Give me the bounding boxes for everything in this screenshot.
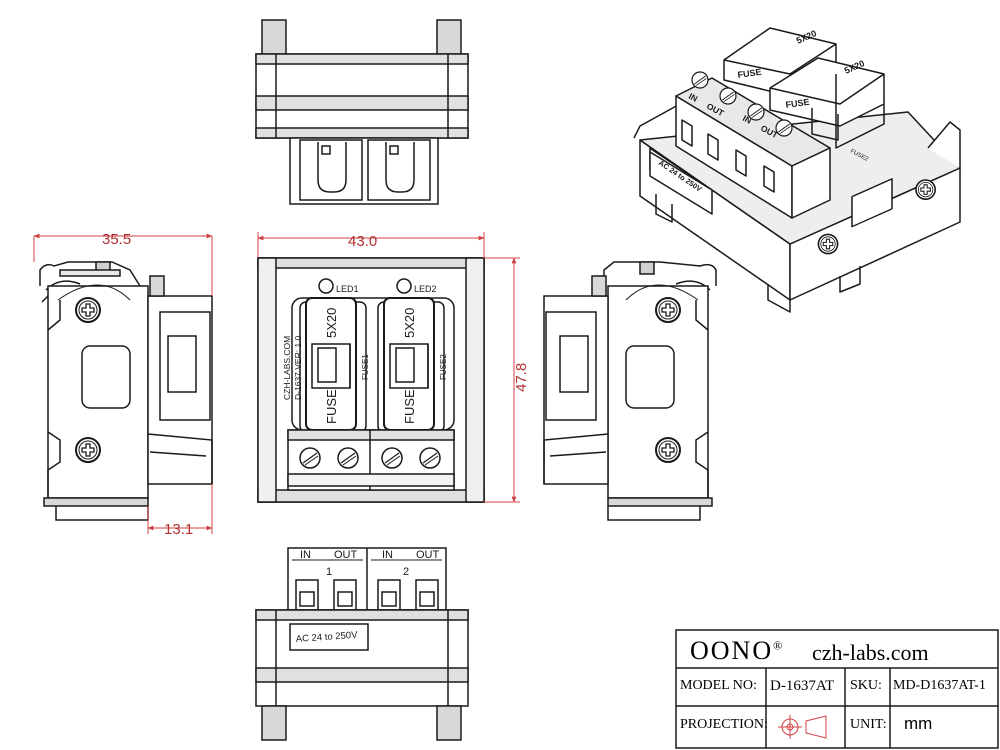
brand-text: OONO [690, 636, 774, 665]
out1-label: OUT [334, 549, 358, 561]
iso-terminal-screw-2 [719, 87, 737, 105]
terminal-screw-1 [299, 447, 321, 469]
projection-symbol [778, 715, 827, 739]
iso-screw-side [915, 179, 937, 201]
top-view [255, 19, 469, 205]
model-value: D-1637AT [770, 678, 835, 694]
unit-value: mm [904, 714, 933, 733]
fuse2-label: FUSE2 [439, 354, 448, 380]
fuse2-type-label: FUSE [402, 389, 417, 424]
left-screw-top [75, 297, 101, 323]
iso-terminal-screw-1 [691, 71, 709, 89]
model-label: MODEL NO: [680, 678, 757, 693]
left-screw-bottom [75, 437, 101, 463]
website: czh-labs.com [812, 640, 929, 665]
sku-label: SKU: [850, 678, 882, 693]
out2-label: OUT [416, 549, 440, 561]
fuse1-size-label: 5X20 [324, 308, 339, 338]
dim-width-front: 43.0 [348, 233, 377, 250]
iso-screw-front [817, 233, 839, 255]
dim-width-side: 35.5 [102, 231, 131, 248]
iso-fuse-label-1: FUSE [737, 67, 762, 80]
front-view [257, 257, 485, 503]
bottom-view [255, 547, 469, 741]
led2-label: LED2 [414, 284, 437, 294]
right-screw-bottom [655, 437, 681, 463]
iso-fuse-label-2: FUSE [785, 97, 810, 110]
in2-label: IN [382, 549, 393, 561]
dim-depth-side: 13.1 [164, 521, 193, 538]
dimension-values: 35.5 43.0 47.8 13.1 [102, 231, 530, 538]
projection-label: PROJECTION: [680, 717, 768, 732]
iso-in1-label: IN [687, 91, 699, 104]
terminal-screw-2 [337, 447, 359, 469]
ch1-label: 1 [326, 566, 332, 578]
sku-value: MD-D1637AT-1 [893, 678, 986, 693]
unit-label: UNIT: [850, 717, 887, 732]
bottom-labels: IN OUT 1 IN OUT 2 AC 24 to 250V [295, 549, 439, 645]
fuse2-size-label: 5X20 [402, 308, 417, 338]
dimension-lines [33, 232, 520, 534]
right-screw-top [655, 297, 681, 323]
voltage-label: AC 24 to 250V [295, 630, 358, 645]
isometric-view [633, 27, 961, 313]
right-side-view [543, 261, 717, 521]
terminal-screw-4 [419, 447, 441, 469]
left-side-view [39, 261, 213, 521]
iso-in2-label: IN [741, 113, 753, 126]
ch2-label: 2 [403, 566, 409, 578]
fuse1-label: FUSE1 [361, 354, 370, 380]
terminal-screw-3 [381, 447, 403, 469]
front-labels: LED1 LED2 5X20 5X20 FUSE FUSE FUSE1 FUSE… [282, 284, 448, 424]
fuse1-type-label: FUSE [324, 389, 339, 424]
brand-side-text: CZH-LABS.COM [282, 336, 292, 400]
title-block [675, 629, 999, 749]
version-side-text: D-1637 VER: 1.0 [293, 335, 303, 400]
brand-registered-mark: ® [773, 638, 785, 653]
dim-height-front: 47.8 [513, 363, 530, 392]
in1-label: IN [300, 549, 311, 561]
led1-label: LED1 [336, 284, 359, 294]
brand-name: OONO® [690, 636, 784, 666]
